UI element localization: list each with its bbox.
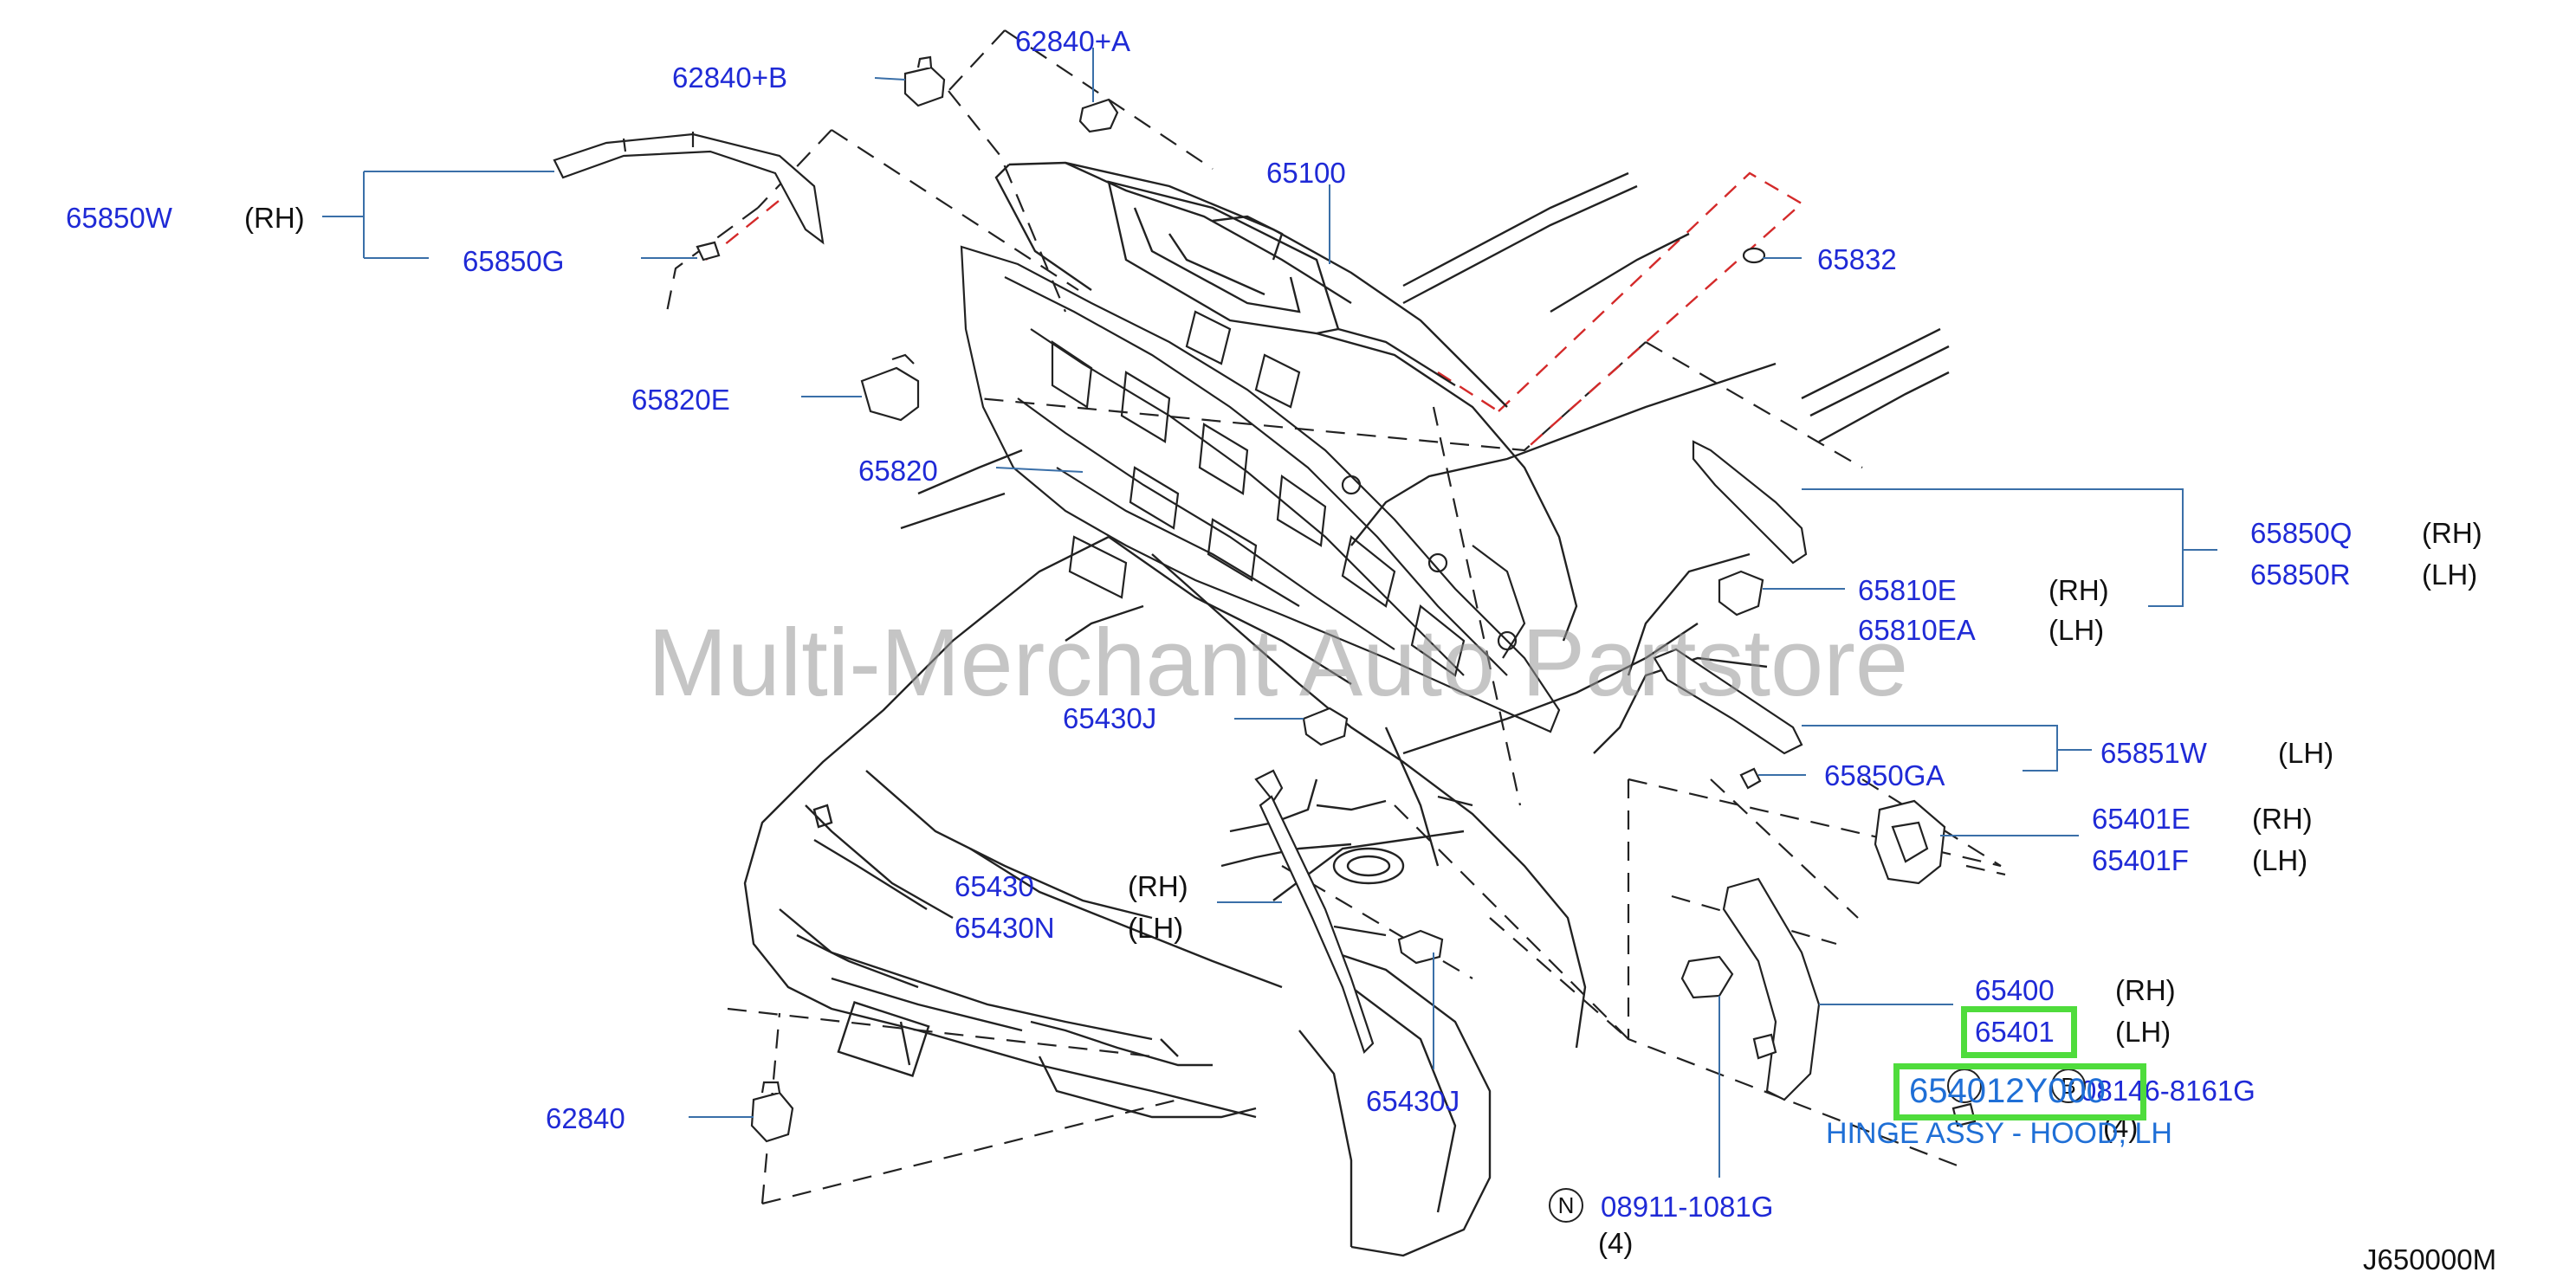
label-65820e[interactable]: 65820E — [631, 384, 730, 416]
label-65810e[interactable]: 65810E — [1858, 574, 1957, 606]
label-65850r-side: (LH) — [2422, 559, 2478, 591]
label-08146[interactable]: 08146-8161G — [2081, 1075, 2256, 1107]
highlight-box-65401 — [1961, 1006, 2077, 1058]
label-65832[interactable]: 65832 — [1817, 243, 1897, 275]
highlight-box-part-number — [1893, 1063, 2146, 1120]
label-62840[interactable]: 62840 — [546, 1102, 625, 1134]
label-65850q[interactable]: 65850Q — [2250, 517, 2353, 549]
label-65430j-bottom[interactable]: 65430J — [1366, 1085, 1460, 1117]
label-65430j-top[interactable]: 65430J — [1063, 702, 1157, 734]
label-65810e-side: (RH) — [2049, 574, 2109, 606]
hood-panel — [994, 161, 1578, 642]
label-65850w[interactable]: 65850W — [66, 202, 172, 234]
label-65430-side: (RH) — [1128, 870, 1188, 902]
label-65430[interactable]: 65430 — [955, 870, 1034, 902]
label-62840b[interactable]: 62840+B — [672, 61, 788, 94]
label-65820[interactable]: 65820 — [858, 455, 938, 487]
label-65850w-side: (RH) — [244, 202, 305, 234]
red-dash-lines — [705, 171, 1804, 451]
car-body — [743, 171, 1950, 1257]
bolt-circle-icon — [1947, 1069, 1982, 1103]
label-65851w[interactable]: 65851W — [2100, 737, 2207, 769]
highlight-description: HINGE ASSY - HOOD, LH — [1826, 1117, 2172, 1150]
label-65401f[interactable]: 65401F — [2092, 844, 2189, 876]
label-65850g[interactable]: 65850G — [463, 245, 565, 277]
label-65400[interactable]: 65400 — [1975, 974, 2055, 1006]
label-65810ea-side: (LH) — [2049, 614, 2105, 646]
label-62840a[interactable]: 62840+A — [1015, 25, 1131, 57]
label-65430n-side: (LH) — [1128, 912, 1184, 944]
label-65850ga[interactable]: 65850GA — [1824, 759, 1945, 791]
highlight-part-number[interactable]: 654012Y000 — [1909, 1072, 2106, 1110]
diagram-code: J650000M — [2363, 1243, 2497, 1275]
label-65100[interactable]: 65100 — [1266, 157, 1346, 189]
assembly-dash-lines — [665, 29, 2006, 1205]
label-65401e[interactable]: 65401E — [2092, 803, 2191, 835]
label-65430n[interactable]: 65430N — [955, 912, 1055, 944]
label-65400-side: (RH) — [2115, 974, 2176, 1006]
label-65851w-side: (LH) — [2278, 737, 2334, 769]
label-65401-side: (LH) — [2115, 1016, 2171, 1048]
label-08911[interactable]: 08911-1081G — [1601, 1191, 1774, 1223]
label-65850r[interactable]: 65850R — [2250, 559, 2351, 591]
label-65810ea[interactable]: 65810EA — [1858, 614, 1976, 646]
bolt-circle-b-icon: B — [2051, 1069, 2086, 1103]
watermark: Multi-Merchant Auto Partstore — [648, 610, 1909, 716]
hood-inner-panel — [960, 245, 1561, 733]
label-65401e-side: (RH) — [2252, 803, 2313, 835]
label-65850q-side: (RH) — [2422, 517, 2482, 549]
nut-circle-n-icon: N — [1549, 1188, 1583, 1223]
fasteners — [553, 55, 1977, 1143]
label-08911-qty: (4) — [1598, 1227, 1634, 1259]
label-65401[interactable]: 65401 — [1975, 1016, 2055, 1048]
label-65401f-side: (LH) — [2252, 844, 2308, 876]
leader-lines — [322, 48, 2217, 1178]
